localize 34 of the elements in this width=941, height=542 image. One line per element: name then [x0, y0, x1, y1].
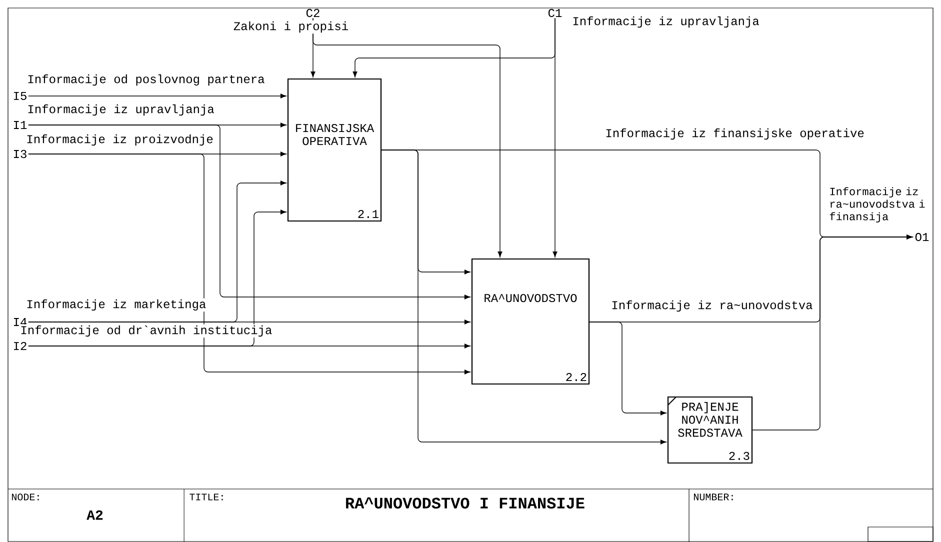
edge-label: Informacije iz upravljanja: [571, 15, 760, 29]
arrow: [752, 234, 912, 430]
edge-label: Informacije iz upravljanja: [26, 103, 216, 117]
activity-box: RA^UNOVODSTVO 2.2: [471, 258, 590, 385]
port-label: C2: [306, 8, 320, 18]
activity-box: FINANSIJSKA OPERATIVA 2.1: [287, 78, 382, 222]
edge-label: Informacije od poslovnog partnera: [26, 73, 266, 87]
port-label: O1: [915, 232, 929, 242]
edge-label: Informacije od dr`avnih institucija: [19, 324, 274, 338]
title: RA^UNOVODSTVO I FINANSIJE: [346, 497, 584, 509]
port-label: I2: [14, 342, 26, 350]
arrow: [28, 210, 286, 346]
node-id: A2: [86, 510, 103, 520]
arrow: [352, 18, 556, 78]
arrow: [28, 180, 286, 322]
arrow: [312, 18, 502, 258]
edge-label: Informacije iz marketinga: [25, 298, 208, 312]
port-label: I1: [14, 121, 27, 129]
port-label: I4: [14, 318, 27, 326]
field-label: NODE:: [12, 494, 39, 500]
arrow: [28, 124, 470, 300]
activity-box: PRA]ENJE NOV^ANIH SREDSTAVA 2.3: [667, 396, 753, 464]
edge-label: Informacije iz finansijske operative: [604, 127, 866, 141]
edge-label: Informacije iz ra~unovodstva: [610, 299, 814, 313]
edge-label: Zakoni i propisi: [232, 20, 350, 34]
port-label: C1: [548, 8, 562, 18]
field-label: TITLE:: [190, 494, 223, 500]
port-label: I5: [14, 92, 26, 100]
arrow: [28, 94, 286, 98]
arrow: [28, 154, 470, 374]
field-label: NUMBER:: [694, 494, 733, 500]
edge-label: Informacije iz proizvodnje: [25, 133, 214, 147]
port-label: I3: [14, 150, 26, 158]
edge-label: Informacije iz ra~unovodstva i finansija: [828, 186, 928, 224]
